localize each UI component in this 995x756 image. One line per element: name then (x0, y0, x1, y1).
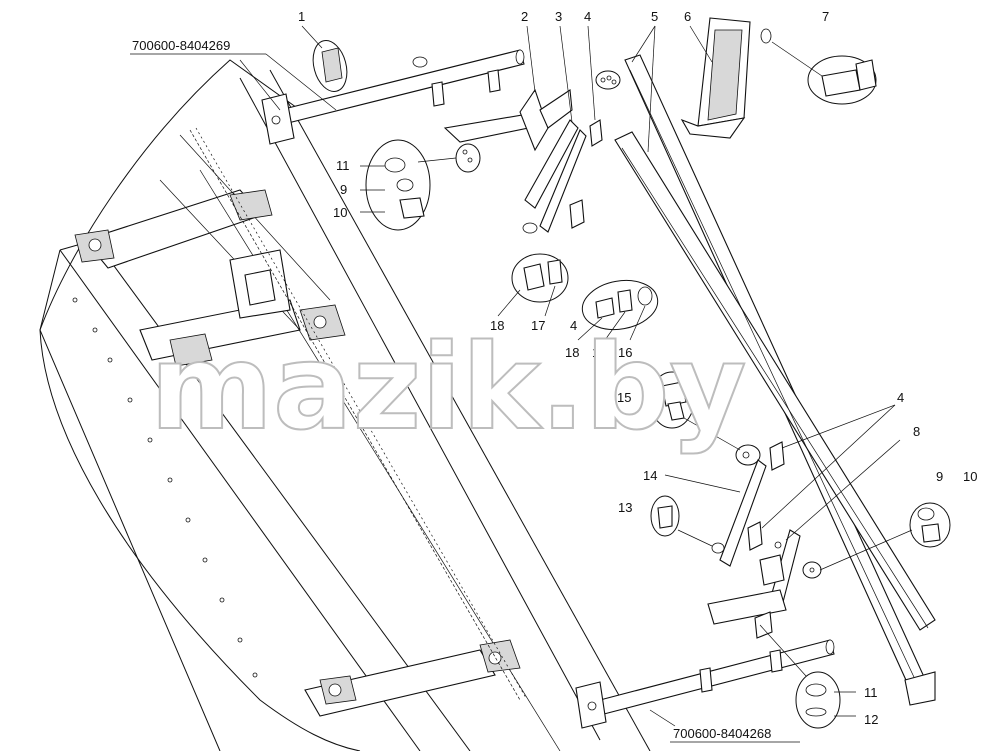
callout-4-mid: 4 (570, 318, 577, 333)
bracket-8 (707, 439, 901, 639)
callout-labels: 1 2 3 4 5 6 7 11 9 10 18 17 4 18 17 16 1… (298, 9, 977, 727)
callout-18-right: 18 (565, 345, 579, 360)
bolt-1 (301, 25, 428, 92)
part-number-upper: 700600-8404269 (130, 38, 337, 111)
callout-17-right: 17 (592, 345, 606, 360)
strip-3 (524, 25, 587, 233)
tie-rod-upper (239, 49, 525, 145)
cab-frame (39, 59, 651, 752)
callout-12: 12 (864, 712, 878, 727)
callout-17-left: 17 (531, 318, 545, 333)
callout-4-top: 4 (584, 9, 591, 24)
part-number-upper-label: 700600-8404269 (132, 38, 230, 53)
callout-7: 7 (822, 9, 829, 24)
fastener-group-18-17-left (497, 222, 569, 317)
callout-8: 8 (913, 424, 920, 439)
angle-6 (680, 17, 751, 139)
callout-6: 6 (684, 9, 691, 24)
frame-holes (72, 238, 502, 697)
fastener-group-upper (360, 139, 481, 231)
callout-13: 13 (618, 500, 632, 515)
callout-11-upper: 11 (336, 158, 350, 173)
part-number-lower: 700600-8404268 (670, 726, 800, 743)
tie-rod-lower (575, 639, 835, 729)
nut-13 (650, 495, 725, 554)
clip-4-upper (569, 25, 621, 229)
callout-10-lower: 10 (963, 469, 977, 484)
bolt-7 (760, 28, 877, 105)
fastener-group-9-10 (802, 502, 951, 579)
callout-10-upper: 10 (333, 205, 347, 220)
callout-2: 2 (521, 9, 528, 24)
fastener-group-18-17-16 (577, 279, 659, 341)
callout-14: 14 (643, 468, 657, 483)
callout-3: 3 (555, 9, 562, 24)
callout-15: 15 (617, 390, 631, 405)
fastener-group-11-12 (759, 624, 856, 729)
clip-4-lower (747, 404, 896, 551)
callout-4-lower: 4 (897, 390, 904, 405)
callout-1: 1 (298, 9, 305, 24)
part-number-lower-label: 700600-8404268 (673, 726, 771, 741)
watermark: mazik.by (150, 318, 746, 456)
callout-11-lower: 11 (864, 685, 878, 700)
rail-5 (614, 25, 936, 706)
strip-14 (664, 459, 767, 567)
callout-5: 5 (651, 9, 658, 24)
bracket-2 (443, 25, 573, 152)
callout-18-left: 18 (490, 318, 504, 333)
bolt-15 (649, 371, 761, 466)
callout-9-lower: 9 (936, 469, 943, 484)
callout-9-upper: 9 (340, 182, 347, 197)
callout-16: 16 (618, 345, 632, 360)
